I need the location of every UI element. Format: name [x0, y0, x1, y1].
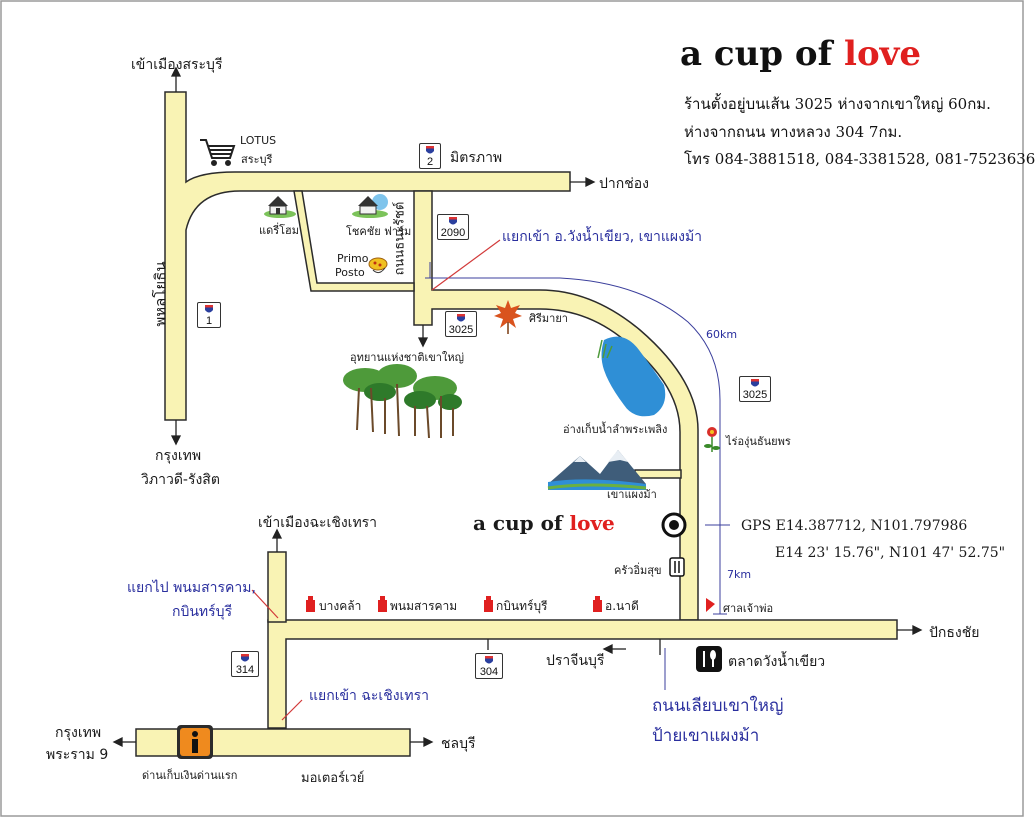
label-bkk-rama9-1: กรุงเทพ — [55, 725, 102, 741]
highway-shield-3025-north: 3025 — [445, 311, 477, 337]
gas-pump-icon — [593, 596, 602, 612]
label-reservoir: อ่างเก็บน้ำลำพระเพลิง — [563, 423, 668, 436]
highway-shield-icon — [426, 146, 434, 154]
gas-pump-icon — [306, 596, 315, 612]
label-khao-phaeng-ma: เขาแผงม้า — [607, 488, 657, 501]
label-bypass-2: ป้ายเขาแผงม้า — [652, 726, 760, 746]
label-lotus: LOTUS — [240, 134, 277, 147]
label-kabinburi: กบินทร์บุรี — [496, 599, 548, 613]
mountain-icon — [547, 450, 647, 490]
label-pak-chong: ปากช่อง — [599, 176, 649, 192]
road-khao-phaeng-ma-spur — [634, 469, 682, 479]
info-booth-icon — [177, 725, 213, 759]
flower-icon — [704, 427, 720, 452]
info-line-3: โทร 084-3881518, 084-3381528, 081-752363… — [684, 150, 1035, 168]
guide-60km — [429, 262, 721, 545]
title: a cup of love — [680, 34, 921, 74]
label-phanom-sarakham: พนมสารคาม — [390, 599, 458, 613]
label-krua-imsuk: ครัวอิ่มสุข — [614, 564, 662, 577]
highway-shield-icon — [449, 217, 457, 225]
market-restaurant-icon — [696, 646, 722, 672]
road-loop — [293, 190, 415, 292]
gas-pump-icon — [484, 596, 493, 612]
pizza-icon — [368, 257, 388, 274]
label-to-saraburi: เข้าเมืองสระบุรี — [131, 57, 223, 73]
label-motorway: มอเตอร์เวย์ — [301, 771, 365, 786]
label-mittraphap: มิตรภาพ — [450, 150, 503, 166]
label-to-bangkok: กรุงเทพ — [155, 448, 202, 464]
highway-shield-314: 314 — [231, 651, 259, 677]
label-khaoyai-park: อุทยานแห่งชาติเขาใหญ่ — [350, 351, 464, 364]
gas-pump-icons — [306, 596, 602, 612]
highway-shield-3025-east: 3025 — [739, 376, 771, 402]
label-primo-1: Primo — [337, 252, 369, 265]
label-sirimaya: ศิรีมายา — [529, 312, 568, 325]
highway-shield-icon — [205, 305, 213, 313]
maple-leaf-icon — [494, 300, 522, 334]
title-part2: love — [844, 34, 922, 74]
restaurant-icon — [669, 557, 685, 577]
label-bkk-rama9-2: พระราม 9 — [46, 747, 109, 763]
highway-shield-icon — [241, 654, 249, 662]
highway-shield-icon — [751, 379, 759, 387]
distance-guide — [425, 262, 730, 690]
info-line-1: ร้านตั้งอยู่บนเส้น 3025 ห่างจากเขาใหญ่ 6… — [684, 95, 991, 113]
pointer-lines — [251, 239, 501, 721]
label-thanarat-road: ถนนธนะรัชต์ — [392, 201, 408, 276]
label-shrine: ศาลเจ้าพ่อ — [723, 602, 774, 615]
label-phahonyothin: พหลโยธิน — [151, 261, 170, 327]
marker-text: a cup of — [473, 511, 570, 535]
highway-shield-1: 1 — [197, 302, 221, 328]
label-vibhavadi: วิภาวดี-รังสิต — [141, 472, 220, 488]
gps-line-1: GPS E14.387712, N101.797986 — [741, 518, 968, 534]
label-branch-phanom: แยกไป พนมสารคาม, — [127, 580, 256, 596]
label-chonburi: ชลบุรี — [441, 736, 476, 752]
label-pak-thong-chai: ปักธงชัย — [929, 625, 980, 641]
trees-icon — [343, 364, 462, 439]
farm-icon — [352, 194, 388, 218]
roads — [135, 91, 898, 757]
shrine-flag-icon — [706, 598, 715, 612]
direction-arrows — [112, 66, 923, 748]
label-chokchai-farm: โชคชัย ฟาร์ม — [346, 225, 412, 238]
highway-shield-2: 2 — [419, 143, 441, 169]
gas-pump-icon — [378, 596, 387, 612]
road-314-north — [267, 551, 287, 623]
label-wangnamkhiao-market: ตลาดวังน้ำเขียว — [728, 654, 826, 670]
info-line-2: ห่างจากถนน ทางหลวง 304 7กม. — [684, 123, 903, 141]
label-lotus-sub: สระบุรี — [241, 153, 273, 166]
label-branch-chachoengsao: แยกเข้า ฉะเชิงเทรา — [309, 688, 429, 704]
label-bang-khla: บางคล้า — [319, 599, 362, 613]
label-dairy-home: แดรี่โฮม — [259, 224, 300, 237]
label-na-di: อ.นาดี — [605, 599, 639, 613]
label-bypass-1: ถนนเลียบเขาใหญ่ — [652, 696, 784, 716]
house-icon — [264, 196, 296, 218]
label-branch-phanom-2: กบินทร์บุรี — [172, 604, 233, 620]
target-icon — [661, 512, 687, 538]
title-part1: a cup of — [680, 34, 845, 74]
label-primo-2: Posto — [335, 266, 365, 279]
marker-text-red: love — [569, 511, 615, 535]
label-branch-wangnamkhiao: แยกเข้า อ.วังน้ำเขียว, เขาแผงม้า — [502, 229, 703, 245]
label-vineyard: ไร่องุ่นธันยพร — [726, 435, 791, 448]
road-304 — [267, 619, 898, 729]
label-dist-60km: 60km — [706, 328, 738, 341]
shopping-cart-icon — [200, 139, 236, 166]
highway-shield-2090: 2090 — [437, 214, 469, 240]
label-prachinburi: ปราจีนบุรี — [546, 653, 605, 669]
label-dist-7km: 7km — [727, 568, 752, 581]
highway-shield-304: 304 — [475, 653, 503, 679]
label-toll: ด่านเก็บเงินด่านแรก — [142, 769, 238, 782]
highway-shield-icon — [485, 656, 493, 664]
label-cup-of-love-marker: a cup of love — [473, 511, 615, 535]
gps-line-2: E14 23' 15.76", N101 47' 52.75" — [775, 545, 1006, 561]
label-to-chachoengsao: เข้าเมืองฉะเชิงเทรา — [258, 515, 378, 531]
lake-icon — [597, 336, 666, 417]
highway-shield-icon — [457, 314, 465, 322]
